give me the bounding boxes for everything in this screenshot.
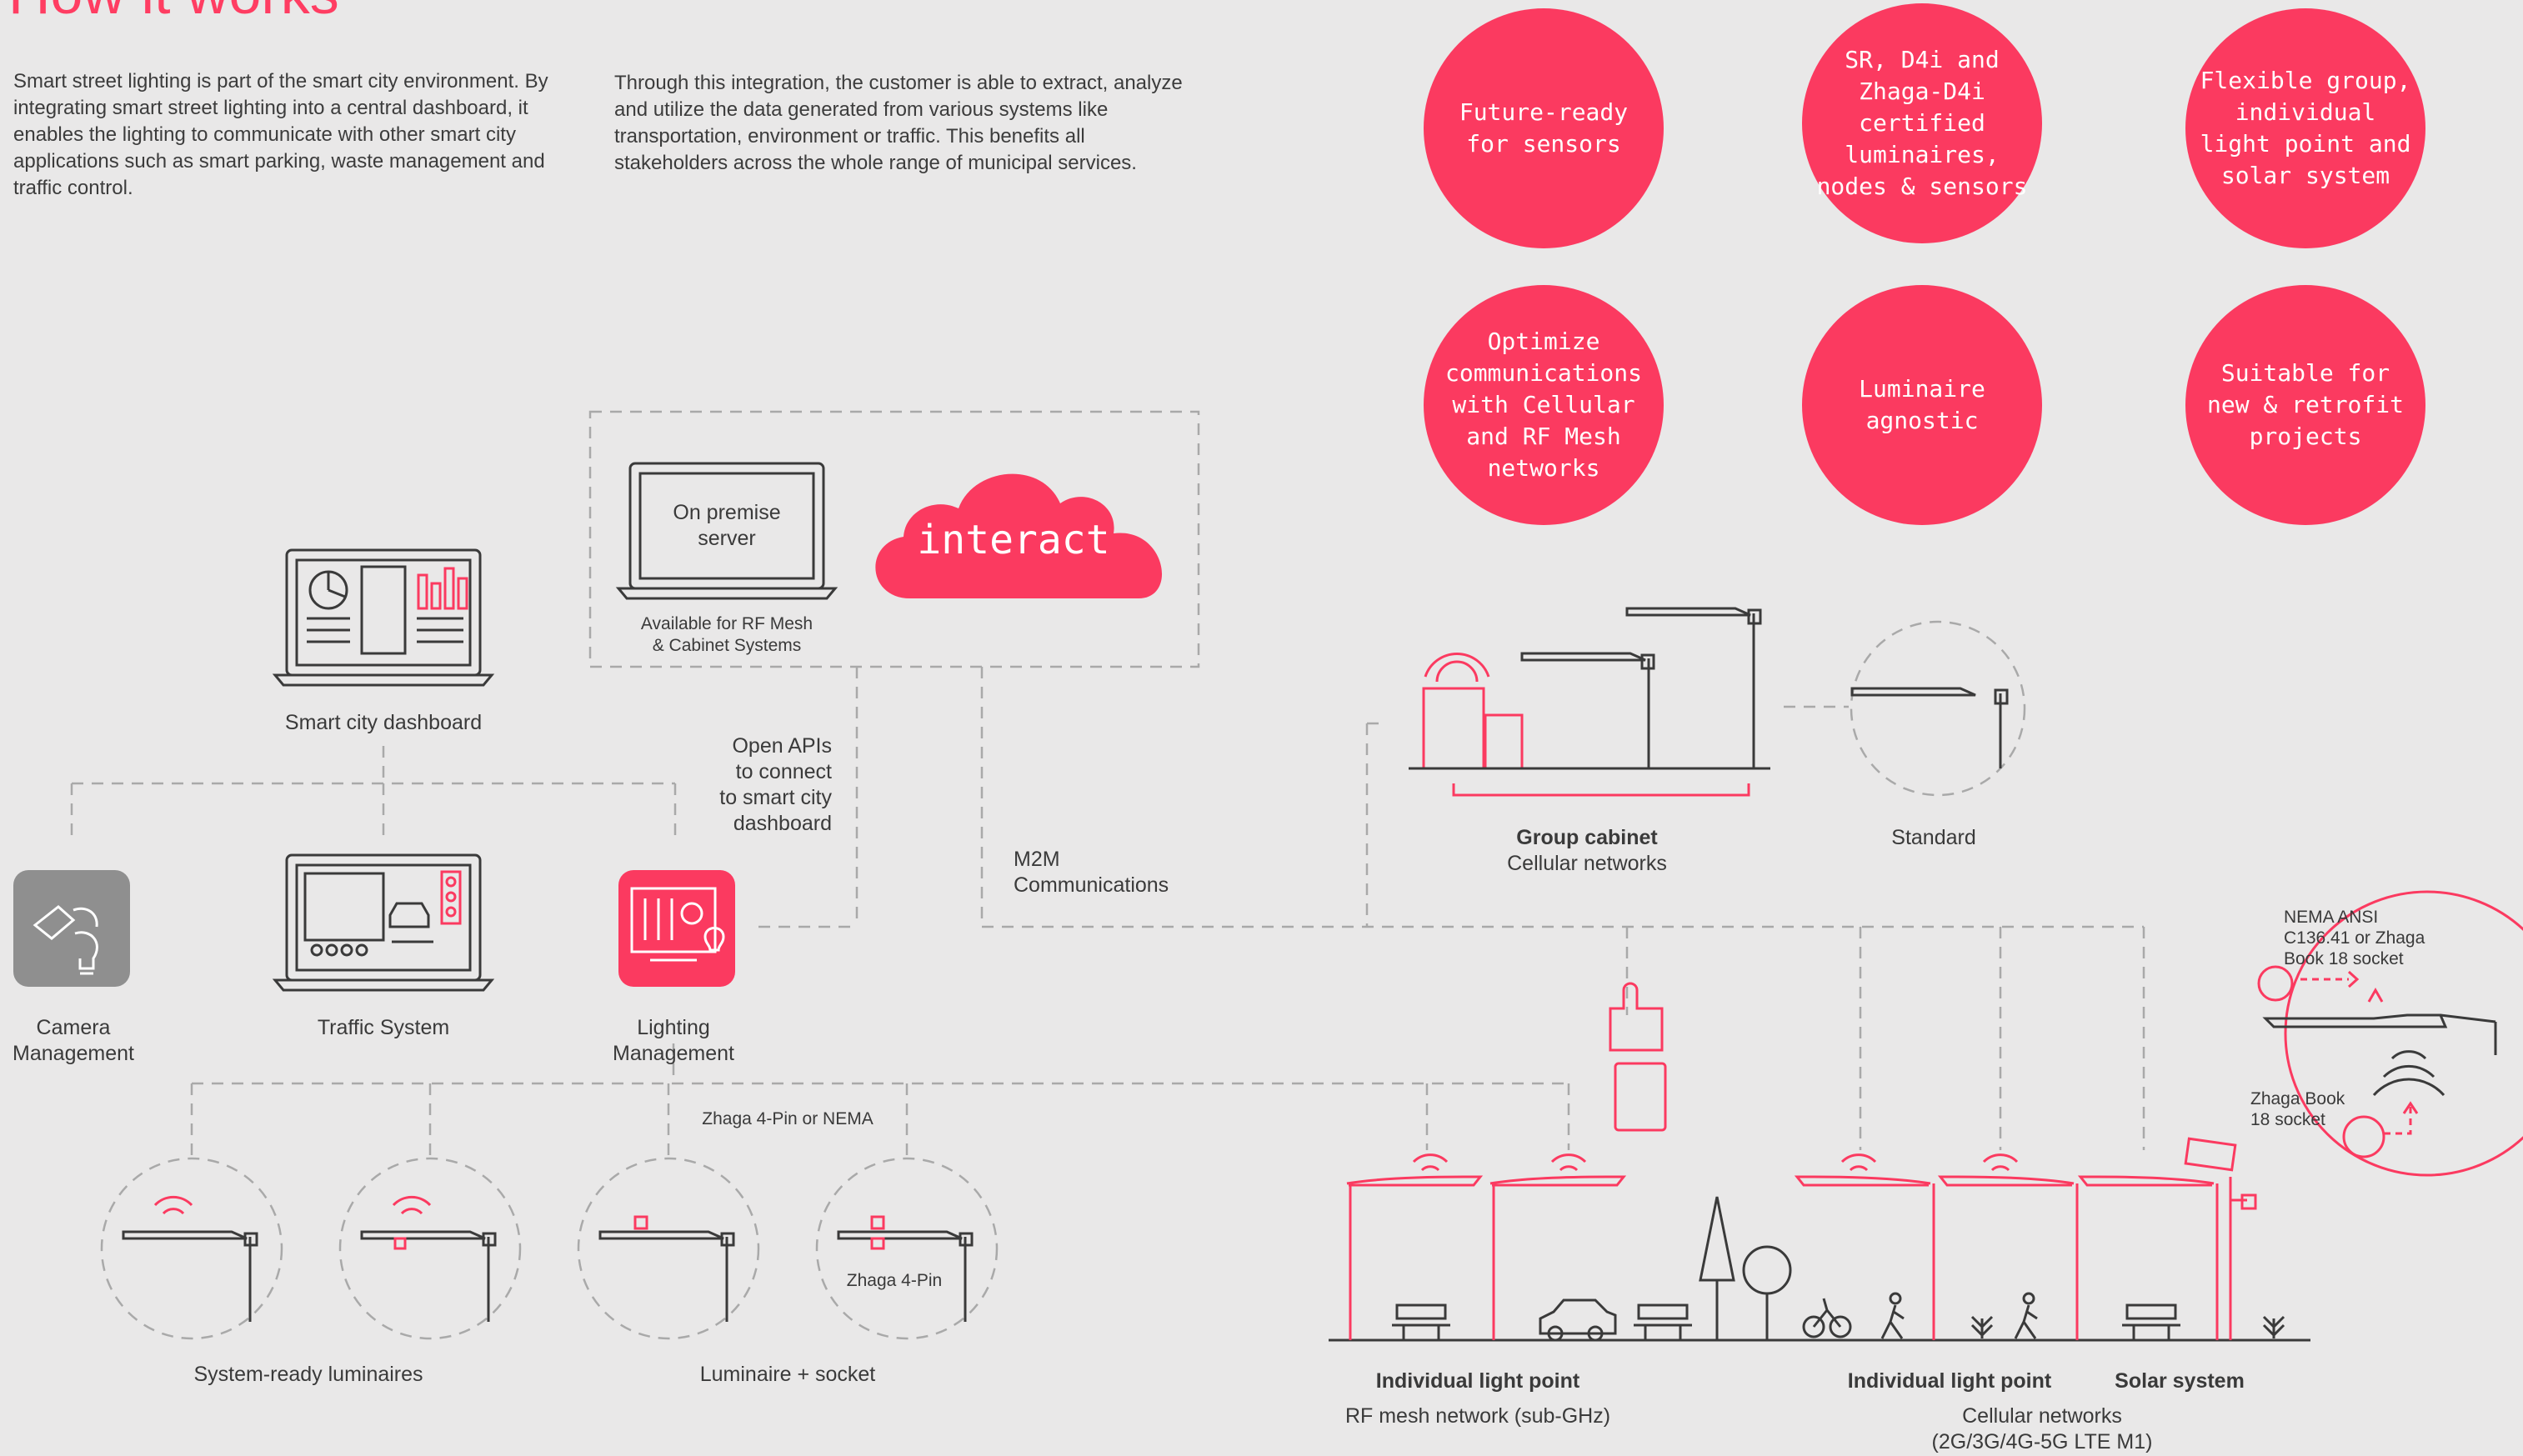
page-title: How it works [8,0,339,27]
open-apis-label-3: to smart city [719,786,832,809]
group-cabinet-sub: Cellular networks [1507,852,1667,875]
lighting-label-2: Management [613,1042,734,1065]
cloud-label: interact [917,517,1110,563]
feature-certified: SR, D4i and Zhaga-D4i certified luminair… [1802,3,2042,243]
system-ready-label: System-ready luminaires [193,1363,423,1386]
server-note-1: Available for RF Mesh [640,614,813,633]
feature-luminaire-agnostic: Luminaire agnostic [1802,285,2042,525]
lighting-tile [618,870,735,987]
zhaga-book-label-1: Zhaga Book [2250,1089,2345,1108]
solar-system-label: Solar system [2115,1369,2245,1393]
luminaire-socket-label: Luminaire + socket [699,1363,876,1386]
lighting-control-icon [630,887,725,962]
intro-paragraph-2: Through this integration, the customer i… [614,72,1183,174]
ilp-rf-sub: RF mesh network (sub-GHz) [1344,1404,1611,1428]
m2m-label-2: Communications [1014,873,1169,897]
cellular-sub-2: (2G/3G/4G-5G LTE M1) [1931,1430,2153,1453]
camera-icon [33,905,98,975]
open-apis-label-2: to connect [735,760,832,783]
nema-note-2: C136.41 or Zhaga [2284,928,2425,948]
open-apis-label-4: dashboard [733,812,832,835]
m2m-label-1: M2M [1014,848,1060,871]
lighting-label-1: Lighting [637,1016,710,1039]
intro-paragraph-1: Smart street lighting is part of the sma… [13,70,548,199]
server-note-2: & Cabinet Systems [652,636,802,655]
nema-note-1: NEMA ANSI [2284,908,2379,927]
open-apis-label-1: Open APIs [732,734,832,758]
traffic-label: Traffic System [317,1016,450,1039]
zhaga-nema-label: Zhaga 4-Pin or NEMA [702,1109,874,1128]
dashboard-label: Smart city dashboard [284,711,483,734]
interact-cloud [875,473,1163,598]
feature-future-ready: Future-ready for sensors [1424,8,1664,248]
ilp-cellular-label: Individual light point [1847,1369,2052,1393]
feature-flexible-group: Flexible group, individual light point a… [2185,8,2425,248]
zhaga-4pin-label: Zhaga 4-Pin [846,1271,943,1290]
feature-optimize-comms: Optimize communications with Cellular an… [1424,285,1664,525]
camera-label-2: Management [13,1042,134,1065]
server-label: On premise server [673,501,781,550]
camera-tile [13,870,130,987]
standard-label: Standard [1891,826,1976,849]
server-group-box [588,410,1200,668]
cellular-sub-1: Cellular networks [1962,1404,2122,1428]
group-cabinet-label: Group cabinet [1516,826,1658,849]
zhaga-book-label-2: 18 socket [2250,1110,2325,1129]
ilp-rf-label: Individual light point [1375,1369,1580,1393]
camera-label-1: Camera [36,1016,111,1039]
nema-note-3: Book 18 socket [2284,949,2404,968]
feature-new-retrofit: Suitable for new & retrofit projects [2185,285,2425,525]
